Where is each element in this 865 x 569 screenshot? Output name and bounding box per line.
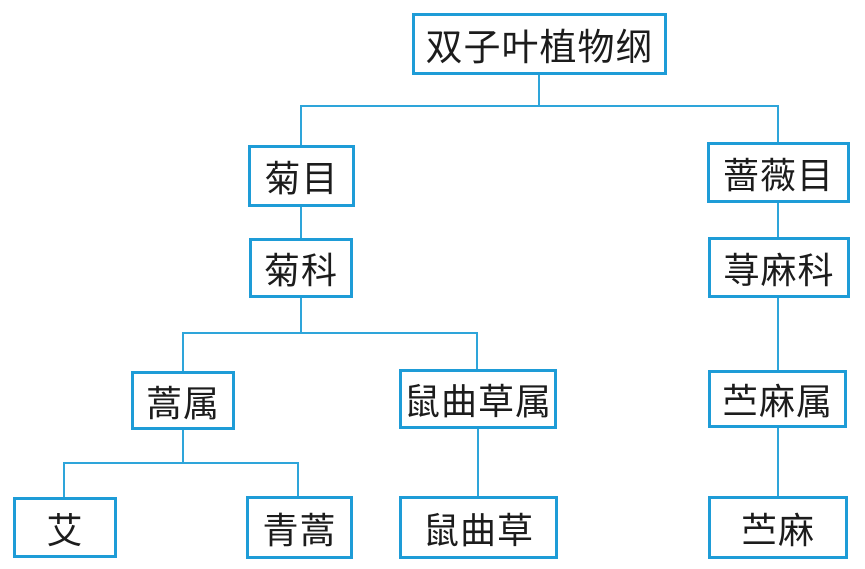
node-genus-artemisia: 蒿属 [131, 371, 235, 430]
edge-rosales-to-urticaceae [777, 203, 779, 237]
node-order-rosales: 蔷薇目 [707, 142, 850, 203]
node-species-ai: 艾 [13, 497, 117, 558]
node-species-qinghao: 青蒿 [246, 496, 353, 559]
edge-to-species-qinghao [297, 462, 299, 496]
node-family-asteraceae: 菊科 [249, 238, 353, 298]
edge-to-order-asterales [300, 105, 302, 145]
edge-boehmeria-to-zhuma [777, 428, 779, 496]
node-order-asterales: 菊目 [248, 145, 355, 207]
node-genus-boehmeria: 苎麻属 [708, 370, 847, 428]
node-family-urticaceae: 荨麻科 [708, 237, 850, 298]
edge-class-split [300, 105, 779, 107]
edge-artemisia-split [63, 462, 298, 464]
node-genus-gnaphalium: 鼠曲草属 [399, 369, 557, 429]
edge-asteraceae-down [300, 298, 302, 334]
node-species-zhuma: 苎麻 [708, 496, 848, 559]
edge-to-genus-artemisia [182, 332, 184, 371]
edge-gnaphalium-to-shuqucao [477, 429, 479, 496]
edge-to-genus-gnaphalium [476, 332, 478, 369]
edge-artemisia-down [182, 430, 184, 463]
edge-to-order-rosales [777, 105, 779, 142]
node-species-shuqucao: 鼠曲草 [399, 496, 558, 559]
edge-class-down [538, 75, 540, 107]
edge-to-species-ai [63, 462, 65, 499]
edge-asterales-to-asteraceae [300, 207, 302, 238]
node-class-dicotyledoneae: 双子叶植物纲 [412, 13, 667, 75]
edge-urticaceae-to-boehmeria [777, 298, 779, 370]
edge-asteraceae-split [182, 332, 478, 334]
